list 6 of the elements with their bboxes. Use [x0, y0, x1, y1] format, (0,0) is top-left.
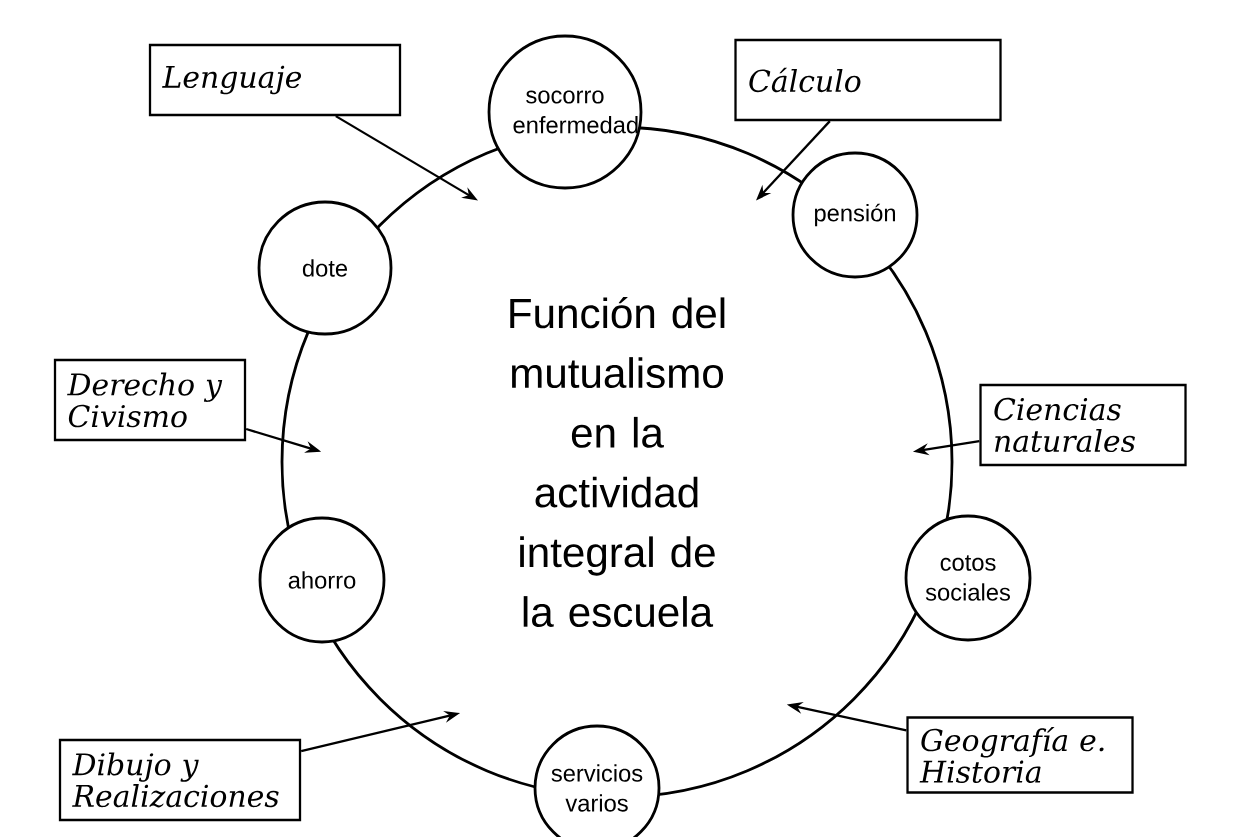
subject-box: Dibujo y Realizaciones [58, 738, 302, 822]
subject-box: Lenguaje [148, 43, 402, 117]
subject-box: Cálculo [734, 38, 1002, 122]
subject-box: Derecho y Civismo [53, 358, 247, 442]
subject-box: Ciencias naturales [979, 383, 1187, 467]
subject-box: Geografía e. Historia [906, 716, 1134, 794]
